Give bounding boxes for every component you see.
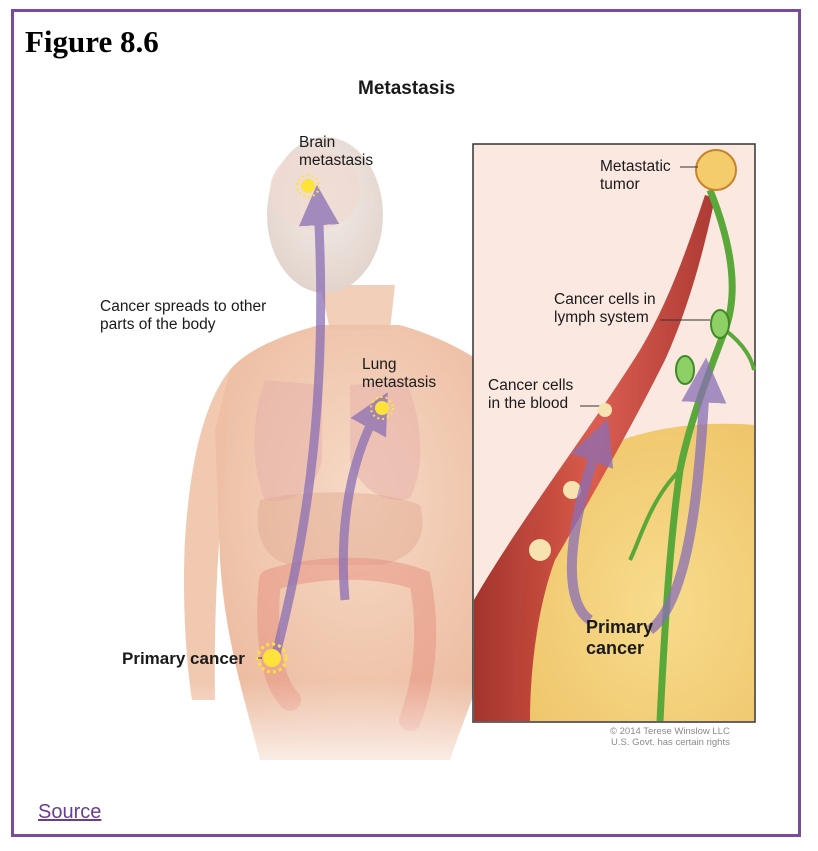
diagram-title: Metastasis xyxy=(358,78,456,99)
lymph-node-2 xyxy=(675,355,695,385)
brain-tumor-spot xyxy=(296,174,320,198)
lymph-node-1 xyxy=(710,309,730,339)
label-cancer-spreads: Cancer spreads to other parts of the bod… xyxy=(100,298,267,333)
neck xyxy=(320,285,395,330)
figure-title: Figure 8.6 xyxy=(25,24,159,59)
label-metastatic-tumor: Metastatic tumor xyxy=(600,158,671,193)
label-lung-metastasis: Lung metastasis xyxy=(362,356,437,391)
lymph-branch xyxy=(628,328,756,561)
cancer-cell-cluster xyxy=(529,539,551,561)
source-link[interactable]: Source xyxy=(38,801,102,823)
label-cancer-cells-blood: Cancer cells in the blood xyxy=(488,377,574,412)
copyright-notice: © 2014 Terese Winslow LLC U.S. Govt. has… xyxy=(610,726,730,748)
spread-arrow-brain xyxy=(270,184,340,660)
lung-tumor-spot xyxy=(370,396,394,420)
label-primary-cancer-body: Primary cancer xyxy=(122,649,245,668)
inset-arrow-lymph xyxy=(646,357,727,634)
metastatic-tumor xyxy=(695,149,737,191)
inset-panel xyxy=(472,143,756,723)
inset-arrow-blood xyxy=(566,418,614,625)
label-primary-cancer-inset: Primary cancer xyxy=(586,617,654,658)
label-cancer-cells-lymph: Cancer cells in lymph system xyxy=(554,291,656,326)
spread-arrow-lung xyxy=(338,392,388,601)
left-arm xyxy=(183,370,230,700)
cancer-cell-cluster xyxy=(598,403,612,417)
label-brain-metastasis: Brain metastasis xyxy=(299,134,374,169)
cancer-cell-cluster xyxy=(563,481,581,499)
